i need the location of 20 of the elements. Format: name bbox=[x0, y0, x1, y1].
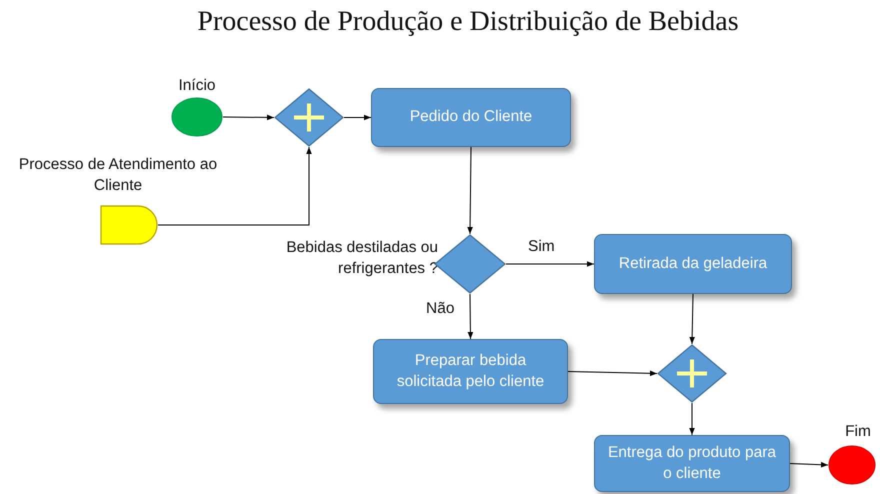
process-box: Entrega do produto para o cliente bbox=[594, 435, 790, 492]
diagram-title: Processo de Produção e Distribuição de Bebidas bbox=[196, 6, 740, 38]
arrow bbox=[467, 146, 473, 234]
process-box: Preparar bebida solicitada pelo cliente bbox=[373, 339, 568, 404]
arrow bbox=[344, 114, 372, 120]
arrow bbox=[222, 114, 274, 120]
arrow bbox=[790, 462, 828, 468]
arrow bbox=[506, 261, 594, 267]
arrow bbox=[568, 370, 658, 376]
event-label: Processo de Atendimento ao Cliente bbox=[18, 155, 218, 196]
arrow bbox=[689, 294, 695, 344]
gateway-diamond bbox=[657, 344, 727, 403]
arrow bbox=[689, 402, 695, 436]
arrow bbox=[158, 146, 312, 226]
process-box: Pedido do Cliente bbox=[371, 88, 571, 147]
process-box: Retirada da geladeira bbox=[594, 234, 792, 294]
arrow bbox=[468, 294, 474, 340]
event-label: Início bbox=[177, 76, 217, 96]
event-label: Fim bbox=[844, 422, 872, 442]
gateway-diamond bbox=[274, 88, 344, 147]
